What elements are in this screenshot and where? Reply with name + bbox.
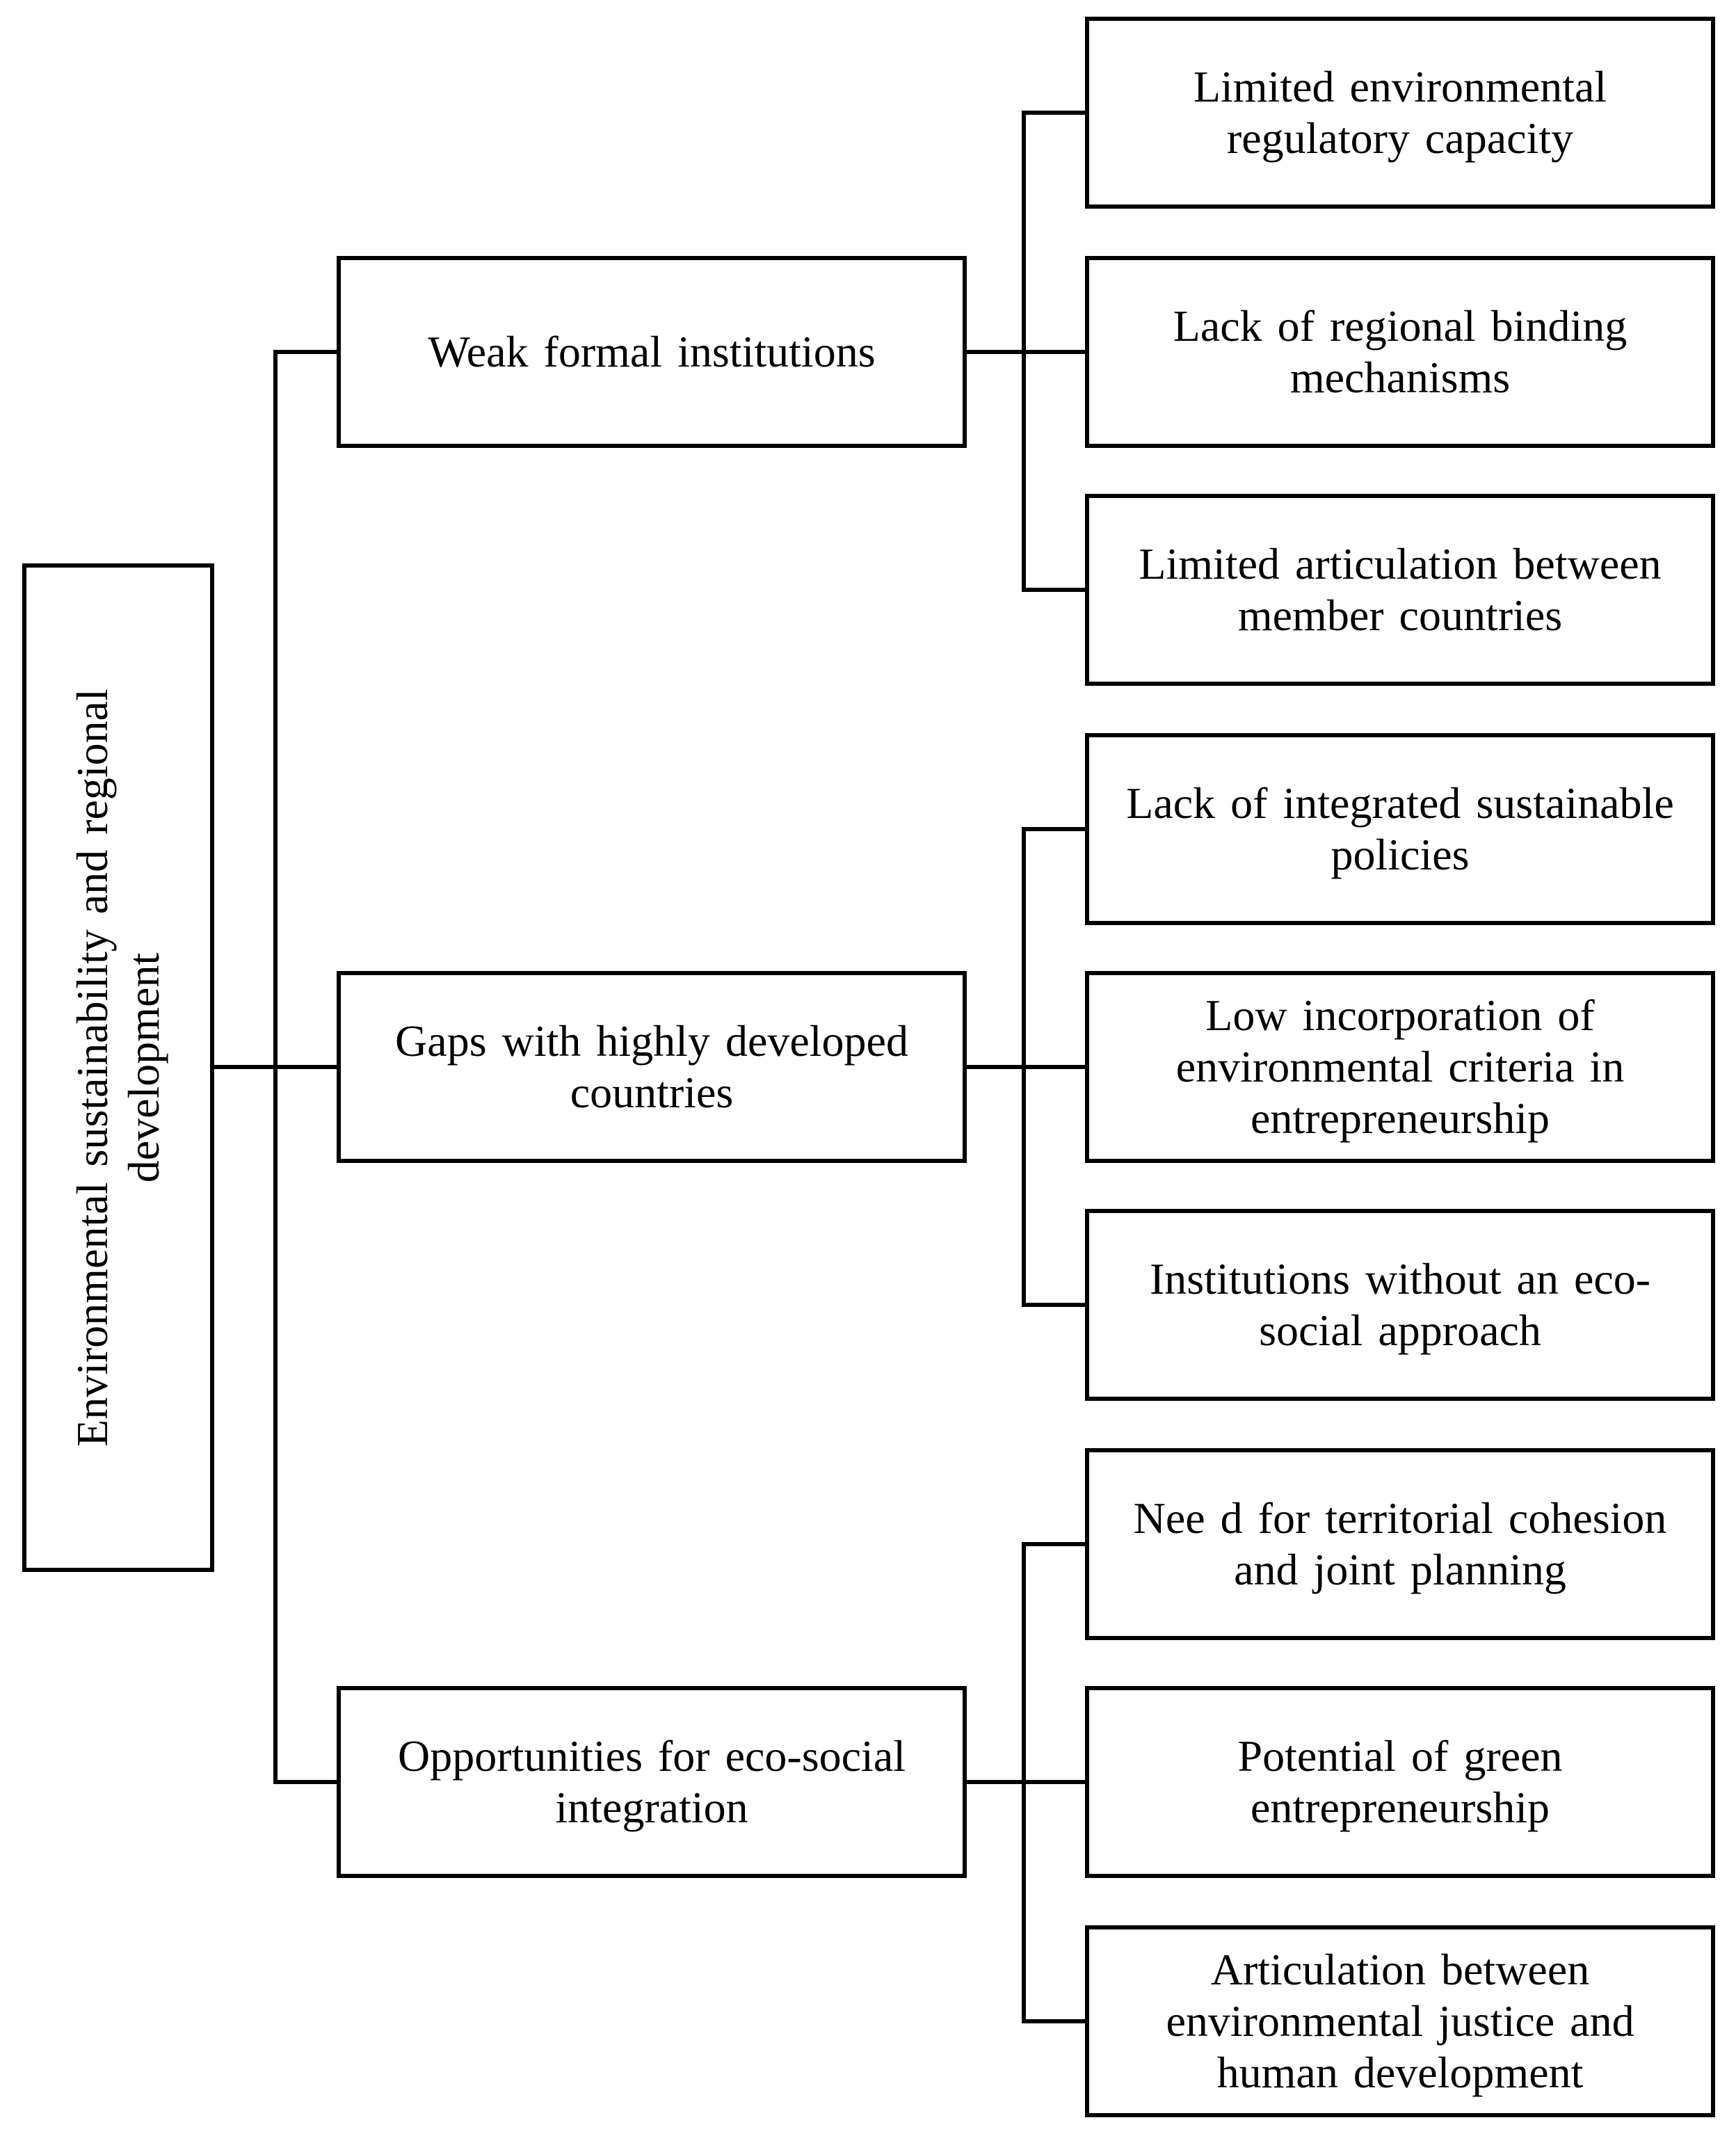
item-label: Limited environmental regulatory capacit… [1194,61,1607,164]
category-label-line: countries [570,1068,734,1117]
item-potential-of-green-entrepreneurship: Potential of green entrepreneurship [1085,1686,1715,1878]
root-box: Environmental sustainability and regiona… [22,563,214,1572]
item-limited-articulation-between-member-countries: Limited articulation between member coun… [1085,494,1715,686]
item-label-line: Articulation between [1210,1945,1590,1994]
item-label-line: entrepreneurship [1250,1093,1550,1143]
item-label: Articulation between environmental justi… [1166,1944,1634,2098]
item-label-line: human development [1216,2048,1584,2097]
root-label: Environmental sustainability and regiona… [67,689,170,1447]
item-label: Low incorporation of environmental crite… [1176,990,1625,1144]
item-label-line: Lack of regional binding [1173,301,1628,351]
item-label-line: Lack of integrated sustainable [1126,778,1674,828]
item-articulation-environmental-justice-human-development: Articulation between environmental justi… [1085,1925,1715,2117]
category-label-line: Opportunities for eco-social [398,1731,906,1781]
item-label-line: mechanisms [1289,353,1511,402]
item-label-line: regulatory capacity [1226,113,1574,163]
item-label-line: environmental criteria in [1175,1042,1625,1091]
item-label: Potential of green entrepreneurship [1238,1731,1563,1833]
item-label-line: Potential of green [1237,1731,1563,1781]
item-label: Lack of regional binding mechanisms [1173,300,1627,403]
category-label: Opportunities for eco-social integration [398,1731,906,1833]
category-label: Weak formal institutions [428,326,875,378]
item-label-line: Institutions without an eco- [1149,1254,1651,1303]
item-label-line: Nee d for territorial cohesion [1133,1493,1667,1543]
root-label-line: development [119,952,168,1183]
item-lack-of-regional-binding-mechanisms: Lack of regional binding mechanisms [1085,256,1715,448]
item-institutions-without-eco-social-approach: Institutions without an eco- social appr… [1085,1209,1715,1401]
item-label: Institutions without an eco- social appr… [1150,1253,1650,1356]
category-label-line: Weak formal institutions [428,327,876,376]
category-gaps-with-developed-countries: Gaps with highly developed countries [337,971,967,1163]
item-lack-of-integrated-sustainable-policies: Lack of integrated sustainable policies [1085,733,1715,925]
item-label: Nee d for territorial cohesion and joint… [1134,1493,1667,1596]
item-label-line: Low incorporation of [1205,990,1595,1040]
category-opportunities-eco-social-integration: Opportunities for eco-social integration [337,1686,967,1878]
item-label-line: member countries [1237,591,1563,640]
item-label-line: Limited environmental [1193,62,1607,111]
item-label-line: policies [1331,830,1470,879]
item-label: Lack of integrated sustainable policies [1126,778,1673,881]
category-label-line: integration [555,1783,748,1832]
item-label-line: and joint planning [1234,1545,1566,1594]
item-label: Limited articulation between member coun… [1139,538,1661,641]
item-label-line: entrepreneurship [1250,1783,1550,1832]
item-label-line: environmental justice and [1166,1996,1634,2046]
category-label-line: Gaps with highly developed [395,1016,908,1066]
category-weak-formal-institutions: Weak formal institutions [337,256,967,448]
item-low-incorporation-of-environmental-criteria: Low incorporation of environmental crite… [1085,971,1715,1163]
root-label-line: Environmental sustainability and regiona… [67,689,117,1447]
item-label-line: Limited articulation between [1139,539,1662,588]
item-limited-environmental-regulatory-capacity: Limited environmental regulatory capacit… [1085,17,1715,209]
item-need-for-territorial-cohesion: Nee d for territorial cohesion and joint… [1085,1448,1715,1640]
item-label-line: social approach [1259,1306,1541,1355]
category-label: Gaps with highly developed countries [395,1016,908,1118]
